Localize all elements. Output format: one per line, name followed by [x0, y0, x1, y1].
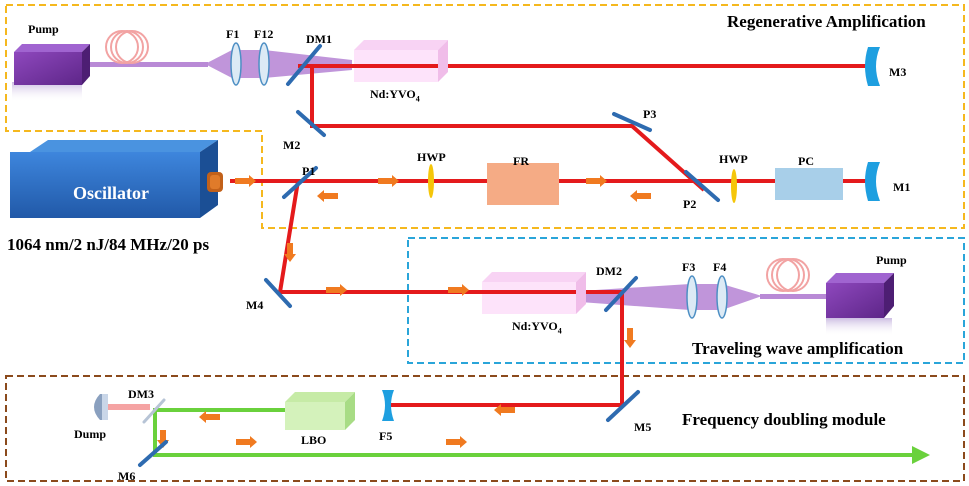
hwp2-label: HWP [719, 152, 748, 166]
lens-f1-label: F1 [226, 27, 240, 41]
middle-fiber-coil [766, 258, 810, 292]
mirror-m1 [865, 162, 880, 201]
top-pump [12, 44, 90, 102]
p1-label: P1 [302, 164, 316, 178]
m2-label: M2 [283, 138, 301, 152]
m6-label: M6 [118, 469, 136, 483]
regen-section-title: Regenerative Amplification [727, 12, 926, 31]
top-pump-label: Pump [28, 22, 59, 36]
beam-dump [94, 394, 108, 420]
oscillator-spec: 1064 nm/2 nJ/84 MHz/20 ps [7, 235, 210, 254]
lens-f4-label: F4 [713, 260, 727, 274]
dm2-label: DM2 [596, 264, 622, 278]
lbo-crystal [285, 392, 355, 430]
hwp-1 [428, 164, 434, 198]
mirror-p2 [684, 170, 720, 202]
lens-f5 [382, 390, 394, 421]
mirror-p3 [612, 112, 652, 132]
mirror-dm2 [604, 276, 638, 312]
hwp-2 [731, 169, 737, 203]
traveling-section-box [407, 237, 965, 364]
m1-label: M1 [893, 180, 911, 194]
mirror-dm3 [142, 398, 166, 424]
m3-label: M3 [889, 65, 907, 79]
dm3-label: DM3 [128, 387, 154, 401]
lens-f12-label: F12 [254, 27, 274, 41]
regen-crystal-label: Nd:YVO4 [370, 88, 420, 103]
top-pump-beam-cone [205, 50, 352, 78]
dm1-label: DM1 [306, 32, 332, 46]
top-fiber-coil [105, 30, 149, 64]
mirror-dm1 [286, 44, 322, 86]
traveling-crystal-label: Nd:YVO4 [512, 320, 562, 335]
hwp1-label: HWP [417, 150, 446, 164]
regen-section-box [5, 4, 965, 229]
green-beam-path [153, 408, 915, 457]
mirror-m2 [296, 110, 326, 137]
oscillator-label: Oscillator [73, 183, 149, 203]
traveling-section-title: Traveling wave amplification [692, 339, 904, 358]
regen-crystal-text: Nd:YVO [370, 87, 416, 101]
middle-pump [826, 273, 894, 336]
lens-f4 [716, 275, 728, 319]
mirror-m6 [138, 440, 168, 467]
faraday-rotator [487, 163, 559, 205]
oscillator [10, 140, 223, 218]
fr-label: FR [513, 154, 529, 168]
mirror-m3 [865, 47, 880, 86]
dump-label: Dump [74, 427, 107, 441]
m5-label: M5 [634, 420, 652, 434]
doubling-section-box [5, 375, 965, 482]
top-pump-fiber-beam [88, 62, 208, 67]
traveling-crystal-sub: 4 [557, 326, 562, 336]
doubling-section-title: Frequency doubling module [682, 410, 886, 429]
p3-label: P3 [643, 107, 657, 121]
lbo-label: LBO [301, 433, 327, 447]
lens-f3-label: F3 [682, 260, 696, 274]
regen-gain-crystal [354, 40, 448, 82]
mirror-p1 [282, 166, 318, 199]
lens-f1 [230, 42, 242, 86]
lens-f5-label: F5 [379, 429, 393, 443]
pockels-cell [775, 168, 843, 200]
regen-crystal-sub: 4 [415, 94, 420, 104]
middle-pump-label: Pump [876, 253, 907, 267]
p2-label: P2 [683, 197, 697, 211]
mirror-m4 [264, 278, 292, 308]
traveling-gain-crystal [482, 272, 586, 314]
pc-label: PC [798, 154, 814, 168]
mirror-m5 [606, 390, 640, 422]
lens-f3 [686, 275, 698, 319]
dump-beam [108, 404, 150, 410]
lens-f12 [258, 42, 270, 86]
m4-label: M4 [246, 298, 264, 312]
green-output-arrowhead [912, 446, 930, 464]
traveling-crystal-text: Nd:YVO [512, 319, 558, 333]
middle-pump-fiber-beam [760, 294, 830, 299]
direction-arrows [157, 175, 651, 448]
flat-mirrors [138, 44, 720, 467]
